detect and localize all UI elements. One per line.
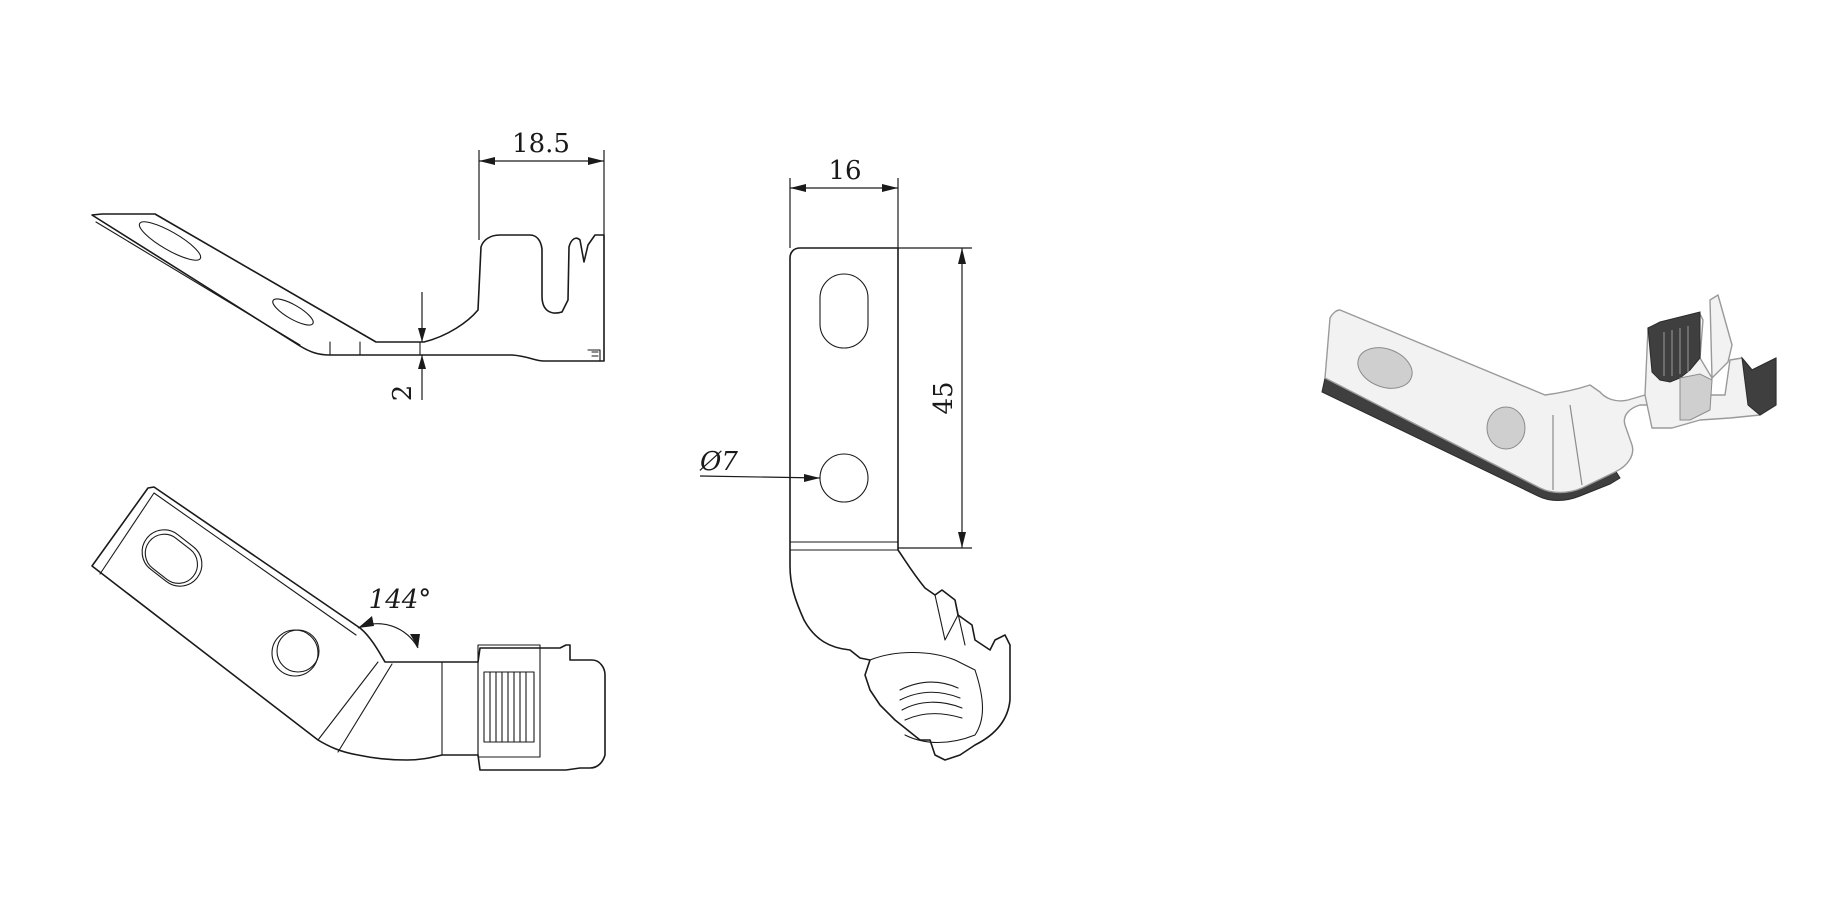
top-view-bend-line xyxy=(317,661,379,741)
top-view-face-edge xyxy=(99,492,357,636)
iso-barrel-inner xyxy=(1647,311,1701,383)
front-view-outline xyxy=(789,247,1011,761)
iso-barrel-face xyxy=(1679,373,1713,421)
dim-width-top: 18.5 xyxy=(512,129,570,159)
top-view-slot xyxy=(141,529,203,587)
serration-box xyxy=(483,671,535,743)
dim-hole-diameter: Ø7 xyxy=(699,447,738,477)
front-view: 16 45 Ø7 xyxy=(699,156,1011,761)
dim-length: 45 xyxy=(929,381,959,414)
side-view-slot xyxy=(138,221,202,261)
top-view-outline xyxy=(91,486,606,771)
side-view: 18.5 2 xyxy=(91,129,605,402)
iso-barrel-tab xyxy=(1741,356,1777,416)
serration-lines xyxy=(489,671,527,743)
bend-tangent-lines xyxy=(329,341,421,356)
barrel-serrations xyxy=(899,681,963,721)
dim-width: 16 xyxy=(828,156,861,186)
iso-slot xyxy=(1357,347,1413,389)
front-view-slot xyxy=(819,273,869,349)
isometric-view xyxy=(1321,294,1777,501)
top-view-hole-inner xyxy=(276,629,320,673)
iso-hole xyxy=(1486,406,1526,450)
iso-bend-line-2 xyxy=(1569,404,1583,486)
end-detail xyxy=(587,349,601,362)
iso-plate xyxy=(1324,309,1653,494)
barrel-inner xyxy=(869,651,983,743)
top-view: 144° xyxy=(91,486,606,771)
iso-barrel-wing xyxy=(1709,294,1733,379)
dim-thickness: 2 xyxy=(388,385,418,402)
crimp-barrel xyxy=(477,644,541,758)
dim-bend-angle: 144° xyxy=(369,585,432,615)
side-view-outline xyxy=(91,213,605,362)
arm-bottom-edge xyxy=(95,221,301,346)
top-view-slot-inner xyxy=(144,533,199,584)
side-view-hole xyxy=(272,298,314,326)
top-view-bend-line-2 xyxy=(337,663,393,753)
barrel-tabs xyxy=(934,594,966,646)
iso-serrations xyxy=(1663,326,1689,376)
